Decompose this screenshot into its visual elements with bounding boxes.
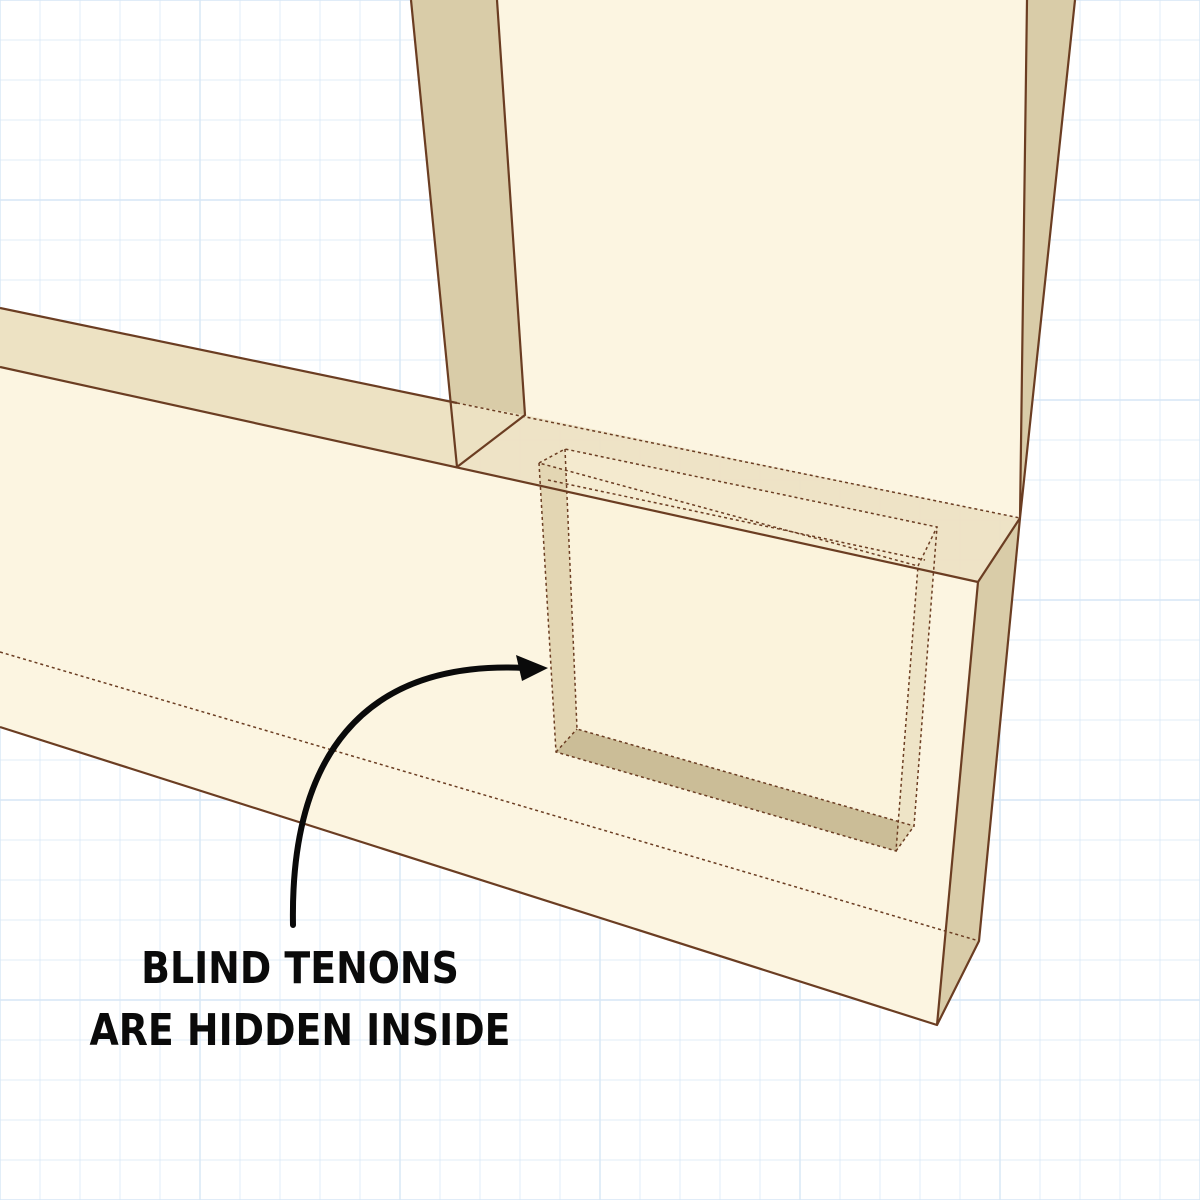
arrow-shaft [289, 664, 528, 928]
stile-inner-side [411, 0, 525, 467]
callout-label-line-1: BLIND TENONS [141, 943, 459, 994]
rail-top-face [0, 308, 457, 467]
callout-arrow [289, 655, 548, 928]
callout-label-line-2: ARE HIDDEN INSIDE [89, 1005, 511, 1056]
stile-lower-edge [937, 518, 1020, 1025]
stile-front-face [497, 0, 1027, 518]
hidden-lines [0, 0, 1021, 942]
tenon-left-side [539, 449, 577, 752]
tenon-bottom [556, 729, 914, 851]
callout-label: BLIND TENONS ARE HIDDEN INSIDE [76, 938, 523, 1062]
arrow-head [516, 655, 548, 681]
